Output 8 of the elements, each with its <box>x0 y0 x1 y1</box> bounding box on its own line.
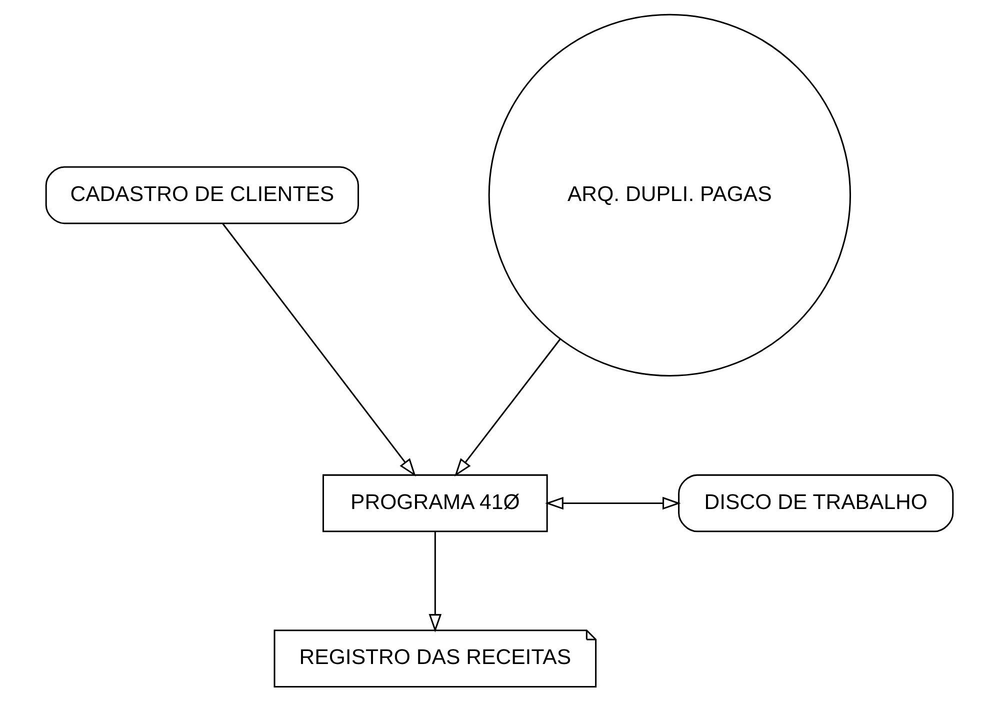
node-circle: ARQ. DUPLI. PAGAS <box>488 14 851 377</box>
arrow <box>428 532 442 632</box>
node-box: PROGRAMA 41Ø <box>322 474 548 532</box>
arrow <box>222 223 416 477</box>
node-box: DISCO DE TRABALHO <box>678 474 954 532</box>
arrow <box>544 496 680 510</box>
arrow <box>454 338 560 477</box>
node-box: CADASTRO DE CLIENTES <box>44 166 359 224</box>
